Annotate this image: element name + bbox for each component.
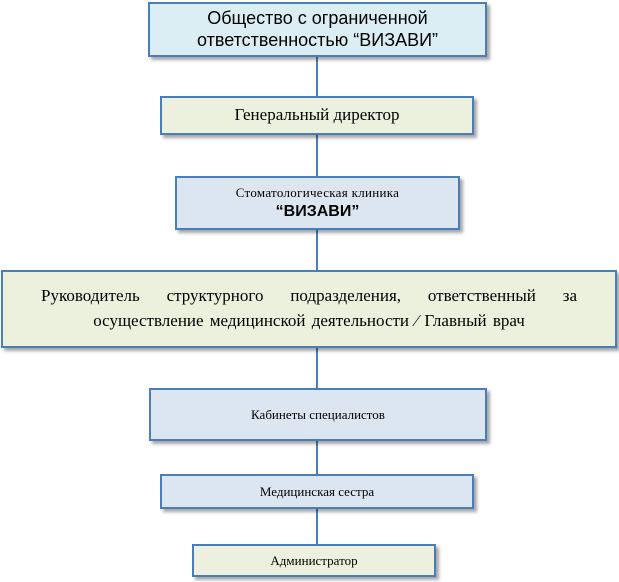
administrator-label: Администратор	[270, 552, 358, 568]
node-specialist-offices: Кабинеты специалистов	[149, 388, 487, 441]
connector-offices-nurse	[316, 441, 318, 474]
node-head-physician: Руководитель структурного подразделения,…	[1, 270, 617, 348]
head-physician-line1: Руководитель структурного подразделения,…	[41, 286, 577, 306]
node-nurse: Медицинская сестра	[160, 474, 474, 509]
connector-clinic-head	[316, 230, 318, 270]
company-name-line2: ответственностью “ВИЗАВИ”	[196, 29, 439, 50]
specialist-offices-label: Кабинеты специалистов	[251, 406, 385, 422]
node-general-director: Генеральный директор	[160, 96, 474, 135]
connector-director-clinic	[316, 135, 318, 176]
node-company: Общество с ограниченной ответственностью…	[148, 2, 487, 57]
general-director-label: Генеральный директор	[234, 105, 400, 125]
connector-nurse-admin	[316, 509, 318, 544]
clinic-label-line2: “ВИЗАВИ”	[275, 203, 360, 221]
nurse-label: Медицинская сестра	[259, 483, 375, 499]
node-administrator: Администратор	[192, 544, 436, 577]
connector-head-offices	[316, 348, 318, 388]
connector-company-director	[316, 57, 318, 96]
node-dental-clinic: Стоматологическая клиника “ВИЗАВИ”	[175, 176, 460, 230]
head-physician-line2: осуществление медицинской деятельности ⁄…	[93, 311, 525, 330]
clinic-label-line1: Стоматологическая клиника	[235, 184, 400, 200]
company-name-line1: Общество с ограниченной	[207, 7, 428, 28]
